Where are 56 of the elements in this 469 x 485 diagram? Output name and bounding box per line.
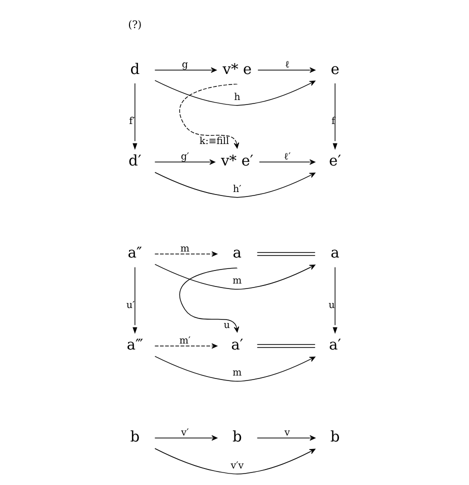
edge-label: h [234, 91, 240, 102]
arrow [178, 267, 239, 332]
arrow [257, 66, 315, 72]
arrow [332, 266, 337, 334]
node-text: v* e′ [220, 152, 253, 170]
node-text: a′ [328, 336, 341, 354]
node-text: a′ [230, 336, 243, 354]
node-text: b [232, 428, 242, 446]
edge-label: f [330, 115, 334, 126]
node-text: a [232, 244, 242, 262]
edge-label: m′ [178, 334, 190, 346]
edge-label: u′ [126, 299, 134, 310]
edge-label: m [232, 275, 242, 286]
edge-label: ℓ [284, 58, 290, 70]
node-text: e′ [328, 152, 341, 170]
edge-label: v′v [230, 460, 244, 471]
edge-label: m [232, 367, 242, 378]
node-text: d [130, 60, 140, 78]
arrow [154, 250, 217, 256]
arrow [258, 158, 315, 164]
node-text: d′ [128, 152, 141, 170]
arrow [132, 266, 137, 334]
edge-label: h′ [232, 183, 241, 194]
arrow [154, 158, 215, 164]
node-text: v* e [222, 60, 252, 78]
edge-label: v′ [180, 426, 188, 438]
edge-label: k:≡fill [199, 136, 229, 147]
arrow [154, 66, 216, 72]
arrow [154, 172, 315, 198]
arrow [178, 83, 239, 148]
arrow [332, 82, 337, 150]
edge-label: g′ [180, 150, 189, 162]
connector [256, 252, 315, 256]
arrow [132, 82, 137, 150]
edge-label: u [223, 320, 230, 331]
arrow [154, 434, 217, 440]
node-text: a‴ [126, 336, 143, 354]
edge-label: f′ [128, 115, 134, 126]
edge-label: v [284, 426, 290, 438]
node-text: b [330, 428, 340, 446]
arrow [256, 434, 315, 440]
edge-label: m [180, 242, 189, 254]
node-text: e [330, 60, 339, 78]
node-text: a″ [127, 244, 142, 262]
edge-label: u [328, 299, 334, 310]
arrow [154, 448, 315, 474]
edge-label: ℓ′ [283, 150, 290, 162]
node-text: b [130, 428, 140, 446]
connector [256, 344, 315, 348]
edge-label: g [181, 58, 188, 70]
node-text: a [330, 244, 339, 262]
arrow [154, 355, 315, 382]
arrow [154, 80, 315, 106]
arrow [154, 263, 315, 290]
label: (?) [128, 18, 142, 30]
arrow [154, 342, 217, 348]
